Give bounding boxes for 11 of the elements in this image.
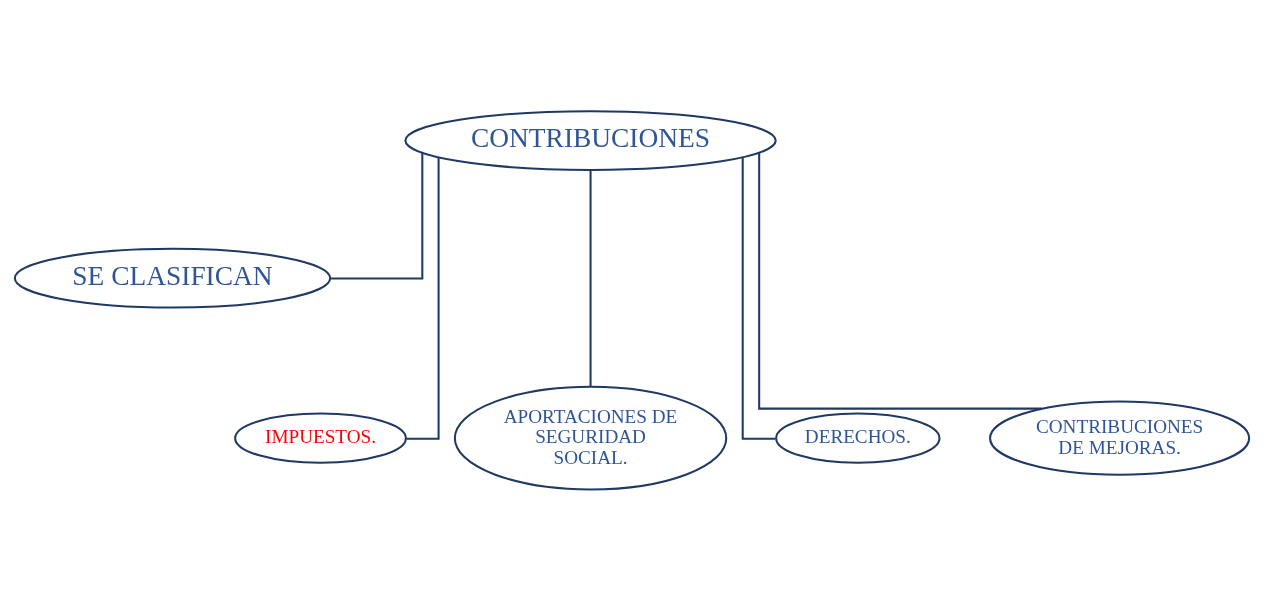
connector xyxy=(406,157,440,440)
connector xyxy=(330,152,424,280)
node-ellipse: SE CLASIFICAN xyxy=(13,247,332,309)
node-ellipse: CONTRIBUCIONES xyxy=(404,110,777,171)
connector xyxy=(758,152,1042,410)
node-ellipse: DERECHOS. xyxy=(775,412,941,464)
node-ellipse: CONTRIBUCIONES DE MEJORAS. xyxy=(989,400,1251,476)
node-ellipse: APORTACIONES DE SEGURIDAD SOCIAL. xyxy=(453,385,728,491)
connector xyxy=(589,169,592,387)
node-ellipse: IMPUESTOS. xyxy=(234,412,407,464)
connector xyxy=(741,157,776,440)
